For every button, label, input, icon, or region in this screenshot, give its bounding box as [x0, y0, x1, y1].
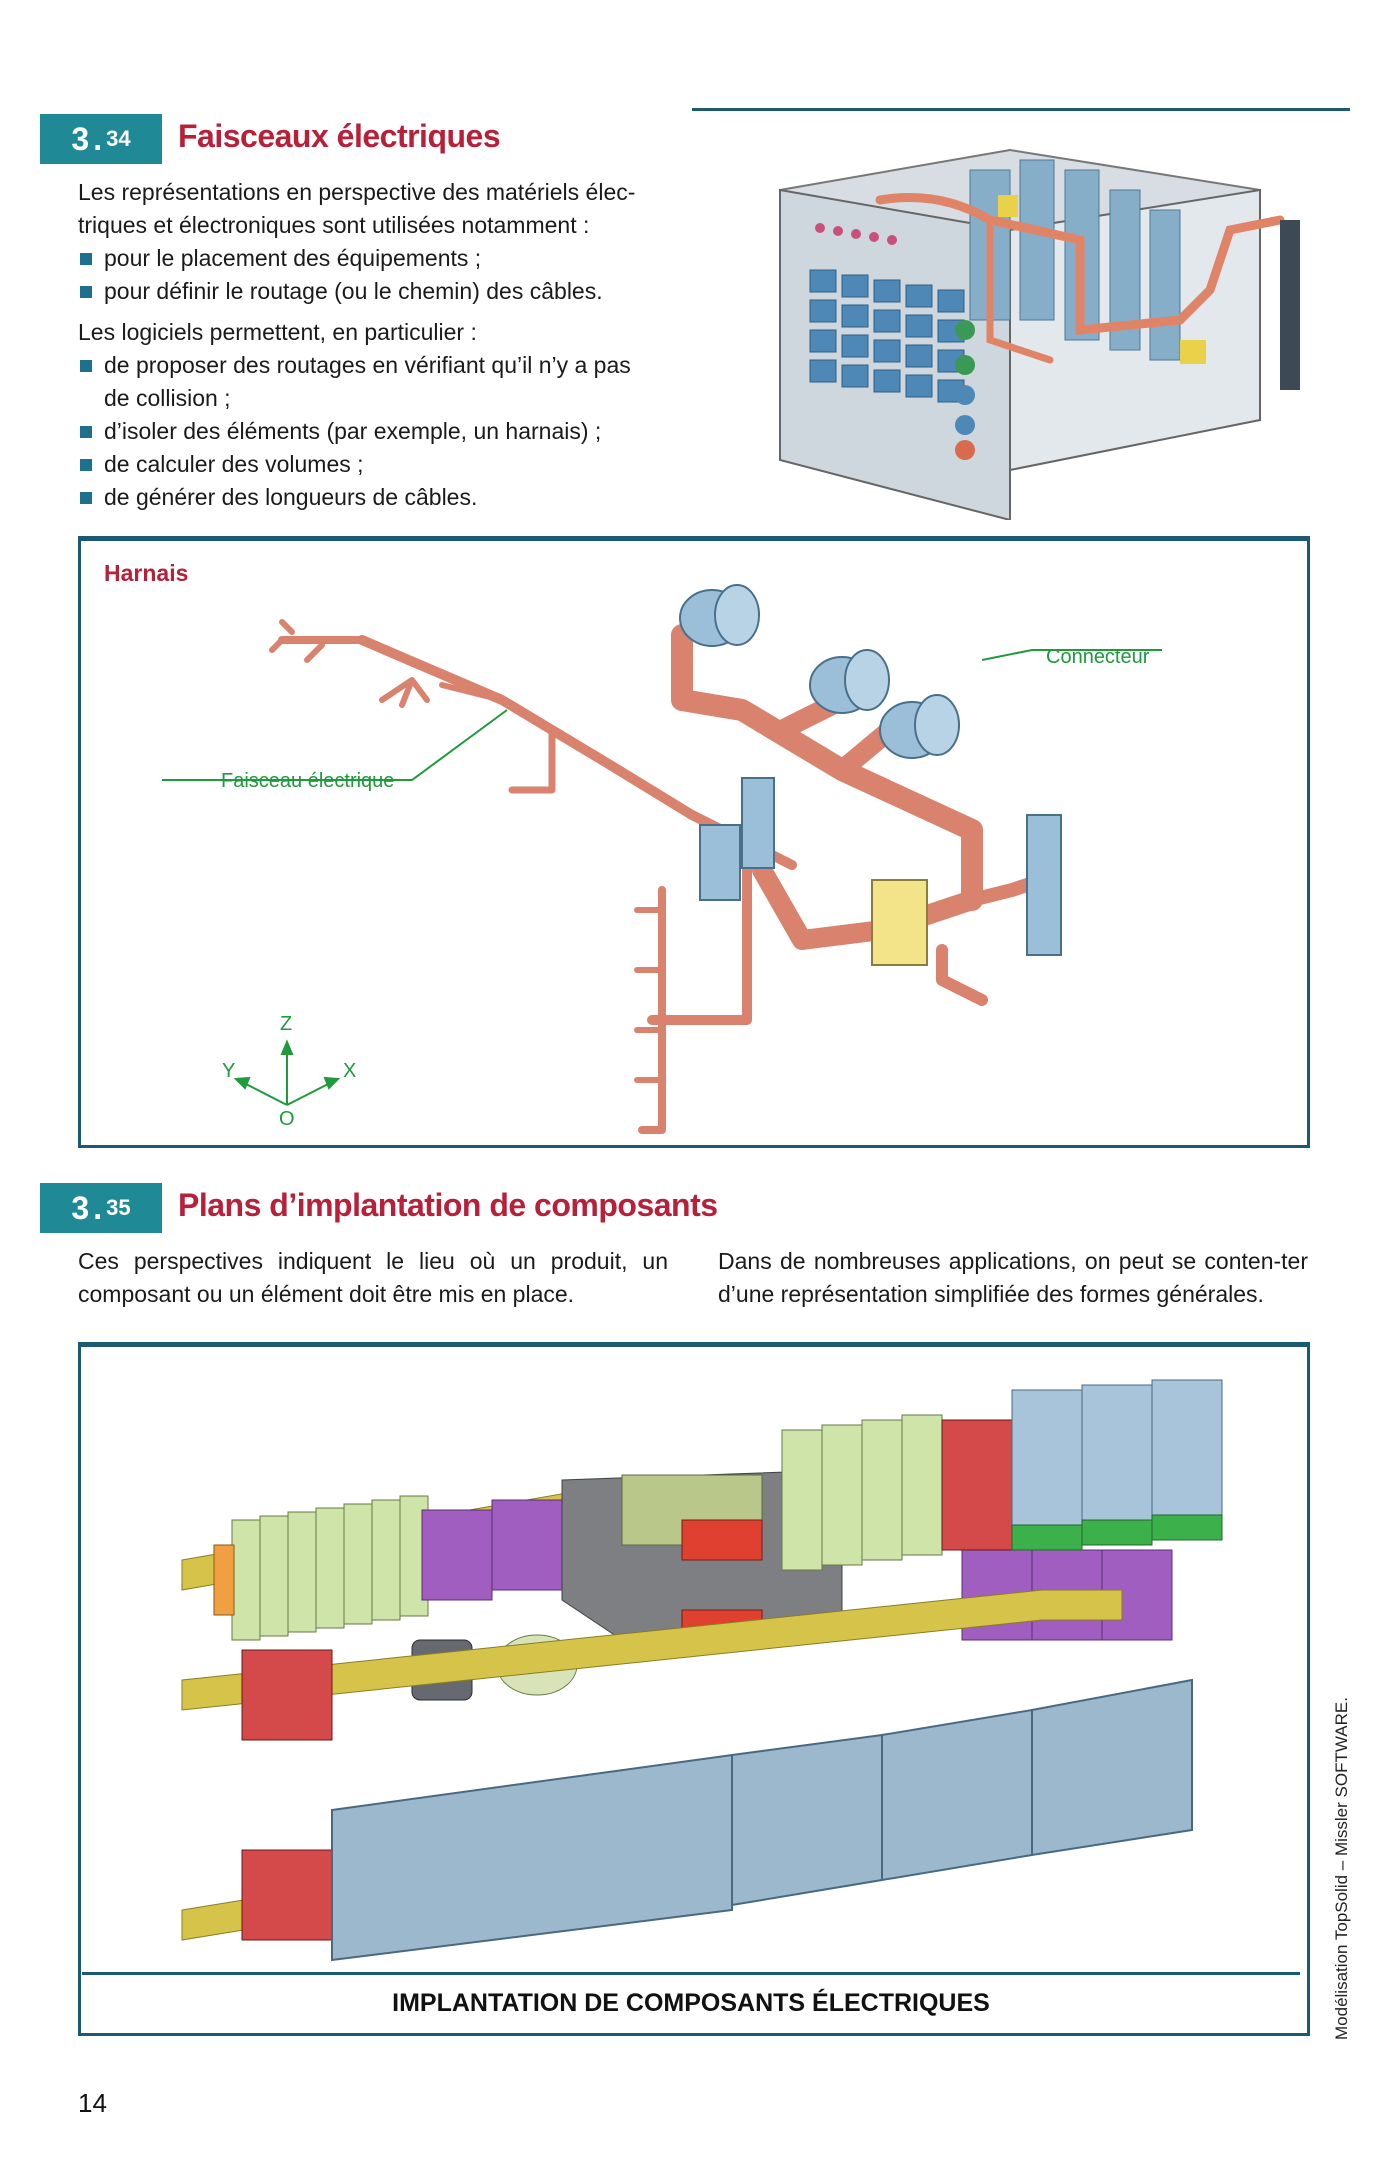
section-35-col-left: Ces perspectives indiquent le lieu où un…	[78, 1248, 668, 1307]
harness-label: Harnais	[104, 560, 189, 586]
section-35-title: Plans d’implantation de composants	[178, 1187, 718, 1223]
software-item-text: de calculer des volumes ;	[104, 451, 364, 477]
bullet-square-icon	[80, 286, 92, 298]
axis-o-label: O	[279, 1108, 295, 1130]
section-34-badge: 3 . 34	[40, 114, 162, 164]
axis-x-label: X	[343, 1060, 357, 1082]
section-35-num: 3	[71, 1189, 90, 1226]
section-34-intro: Les représentations en perspective des m…	[78, 179, 636, 238]
components-caption: IMPLANTATION DE COMPOSANTS ÉLECTRIQUES	[82, 1972, 1300, 2031]
section-35-dot: .	[93, 1189, 103, 1226]
software-item-text: de générer des longueurs de câbles.	[104, 484, 478, 510]
callout-connector: Connecteur	[1046, 646, 1150, 668]
bullet-square-icon	[80, 253, 92, 265]
section-34-sub: 34	[106, 126, 131, 151]
harness-drawing	[162, 584, 1162, 1134]
section-34-num: 3	[71, 120, 90, 157]
software-item: d’isoler des éléments (par exemple, un h…	[78, 415, 658, 448]
axis-z-label: Z	[280, 1013, 293, 1035]
software-item-text: de proposer des routages en vérifiant qu…	[104, 352, 631, 411]
section-35-sub: 35	[106, 1195, 131, 1220]
bullet-square-icon	[80, 426, 92, 438]
use-item: pour le placement des équipements ;	[78, 242, 658, 275]
software-item: de générer des longueurs de câbles.	[78, 481, 658, 514]
top-rule	[692, 108, 1350, 111]
use-item: pour définir le routage (ou le chemin) d…	[78, 275, 658, 308]
software-item: de calculer des volumes ;	[78, 448, 658, 481]
callout-harness: Faisceau électrique	[221, 770, 395, 792]
components-drawing	[181, 1379, 1223, 1962]
bullet-square-icon	[80, 360, 92, 372]
electronic-rack-illustration	[779, 148, 1300, 520]
section-35-badge: 3 . 35	[40, 1183, 162, 1233]
software-intro: Les logiciels permettent, en particulier…	[78, 319, 477, 345]
section-34-body: Les représentations en perspective des m…	[78, 176, 658, 514]
bullet-square-icon	[80, 492, 92, 504]
software-item: de proposer des routages en vérifiant qu…	[78, 349, 658, 415]
software-item-text: d’isoler des éléments (par exemple, un h…	[104, 418, 602, 444]
figure-credit: Modélisation TopSolid – Missler SOFTWARE…	[1332, 1697, 1351, 2040]
section-34-title: Faisceaux électriques	[178, 118, 501, 154]
use-item-text: pour le placement des équipements ;	[104, 245, 482, 271]
page-number: 14	[78, 2088, 107, 2118]
bullet-square-icon	[80, 459, 92, 471]
section-35-col-right: Dans de nombreuses applications, on peut…	[718, 1248, 1308, 1307]
section-34-dot: .	[93, 120, 103, 157]
axis-y-label: Y	[222, 1060, 236, 1082]
use-item-text: pour définir le routage (ou le chemin) d…	[104, 278, 603, 304]
